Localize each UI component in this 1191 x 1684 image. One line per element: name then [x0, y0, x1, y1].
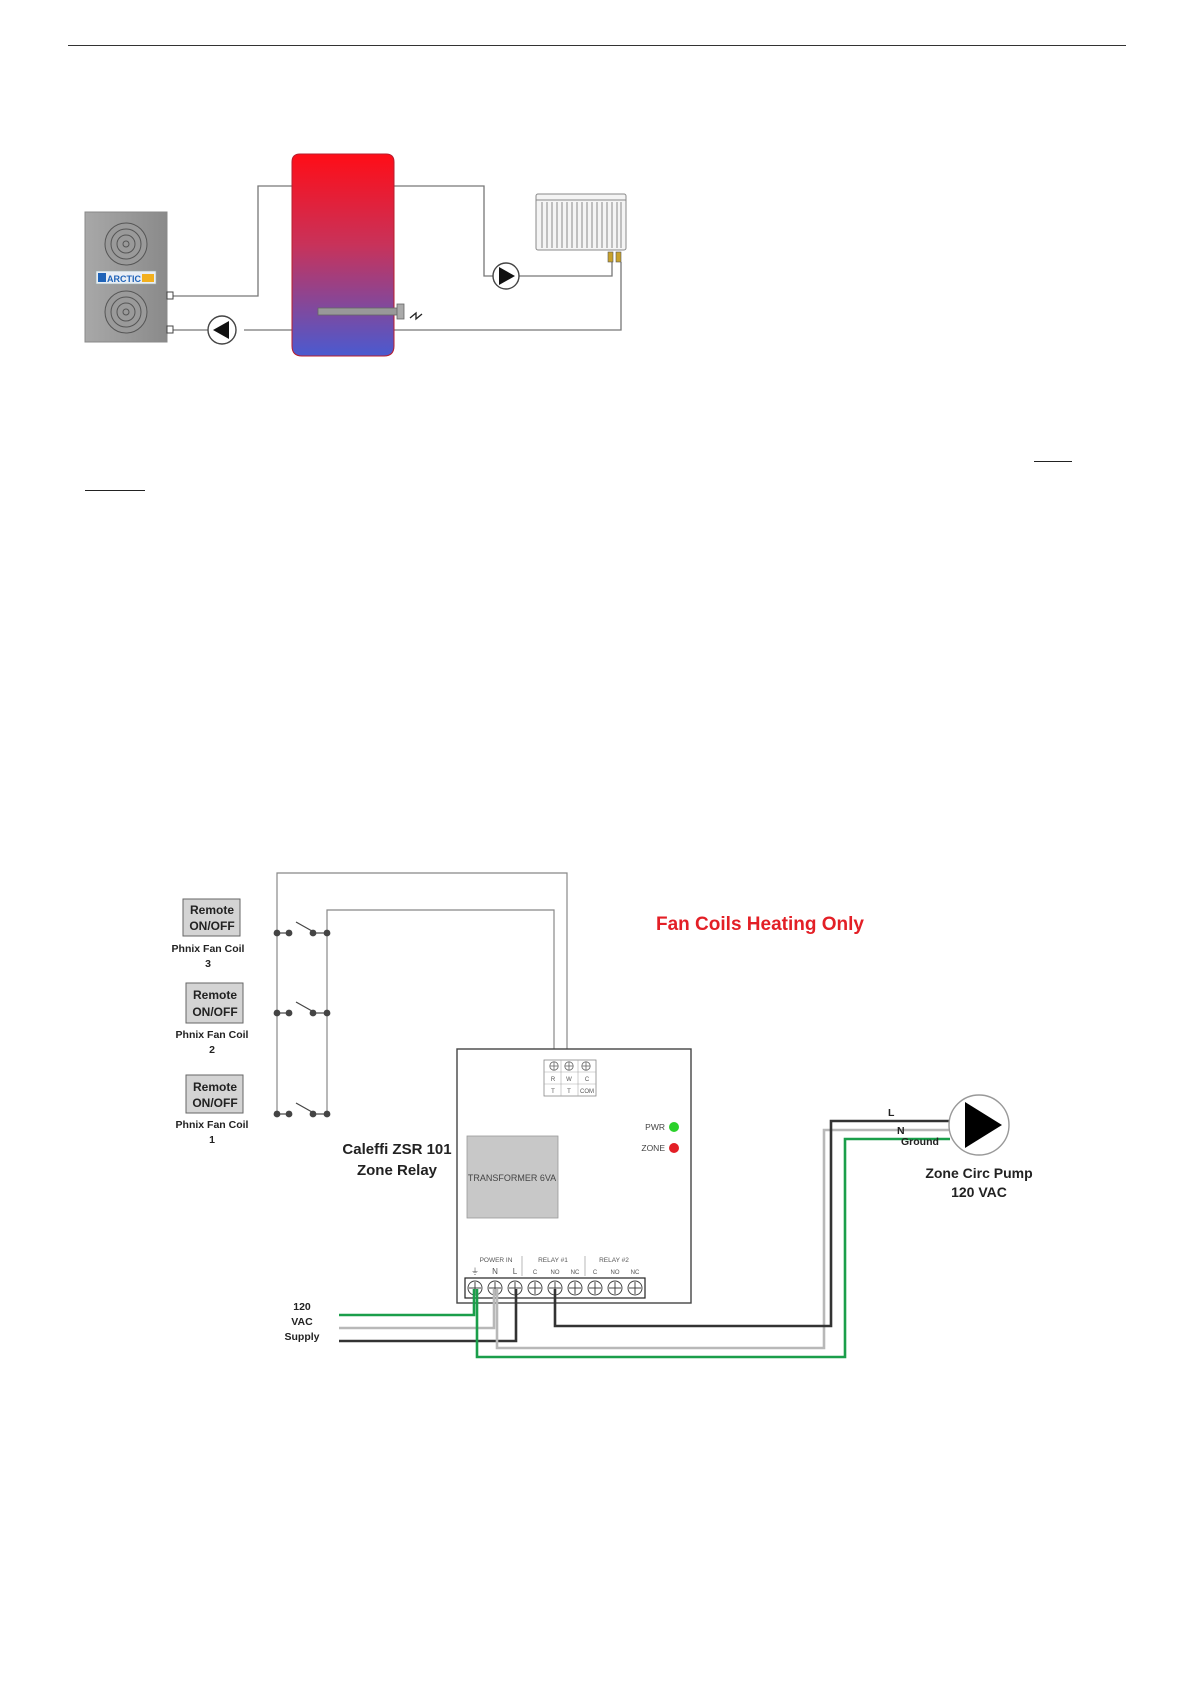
svg-text:NO: NO	[611, 1270, 620, 1276]
svg-text:C: C	[593, 1270, 598, 1276]
svg-text:COM: COM	[580, 1089, 594, 1095]
underline-fragment-1	[1034, 461, 1072, 462]
zone-led-icon	[669, 1143, 679, 1153]
wire-label-l: L	[888, 1107, 895, 1119]
svg-text:L: L	[513, 1267, 518, 1276]
storage-tank	[292, 154, 422, 356]
fan-coil-label-2: Phnix Fan Coil	[176, 1029, 249, 1041]
electric-element-icon	[410, 313, 422, 319]
svg-text:W: W	[566, 1077, 572, 1083]
svg-text:Remote: Remote	[193, 1080, 237, 1094]
svg-text:ON/OFF: ON/OFF	[192, 1005, 237, 1019]
svg-text:NO: NO	[551, 1270, 560, 1276]
relay-name: Caleffi ZSR 101	[342, 1141, 451, 1158]
supply-pump-icon	[493, 263, 519, 289]
fan-coil-label-3: Phnix Fan Coil	[172, 943, 245, 955]
fan-top-icon	[105, 223, 147, 265]
fan-coil-number-1: 1	[209, 1134, 215, 1146]
svg-text:POWER IN: POWER IN	[480, 1257, 513, 1264]
fan-coil-number-2: 2	[209, 1044, 215, 1056]
pwr-led-icon	[669, 1122, 679, 1132]
zone-circ-pump-icon	[949, 1095, 1009, 1155]
svg-text:ON/OFF: ON/OFF	[192, 1096, 237, 1110]
switch-row-3	[274, 922, 331, 936]
top-terminal-block: R W C T T COM	[544, 1060, 596, 1096]
svg-text:ON/OFF: ON/OFF	[189, 919, 234, 933]
wire-label-ground: Ground	[901, 1136, 939, 1148]
pump-label: Zone Circ Pump	[925, 1165, 1032, 1181]
svg-text:⏚: ⏚	[471, 1267, 479, 1276]
supply-label-120: 120	[293, 1301, 311, 1313]
fan-coil-number-3: 3	[205, 958, 211, 970]
pump-voltage: 120 VAC	[951, 1184, 1007, 1200]
relay-subname: Zone Relay	[357, 1162, 438, 1179]
hydronic-diagram: ARCTIC	[0, 0, 700, 380]
remote-button-2[interactable]: Remote ON/OFF	[186, 983, 243, 1023]
underline-fragment-2	[85, 490, 145, 491]
svg-text:T: T	[567, 1089, 571, 1095]
zone-relay-box: R W C T T COM TRANSFORMER 6VA PWR ZONE P…	[457, 1049, 691, 1303]
transformer-label: TRANSFORMER 6VA	[468, 1173, 556, 1183]
svg-text:RELAY #1: RELAY #1	[538, 1257, 568, 1264]
svg-text:Remote: Remote	[190, 903, 234, 917]
radiator	[536, 194, 626, 262]
svg-text:C: C	[585, 1077, 590, 1083]
svg-text:C: C	[533, 1270, 538, 1276]
svg-text:NC: NC	[631, 1270, 640, 1276]
zone-label: ZONE	[641, 1143, 665, 1153]
fan-bottom-icon	[105, 291, 147, 333]
switch-row-1	[274, 1103, 331, 1117]
svg-text:T: T	[551, 1089, 555, 1095]
svg-text:Remote: Remote	[193, 988, 237, 1002]
heat-pump-brand: ARCTIC	[107, 274, 141, 284]
heat-pump-unit: ARCTIC	[85, 212, 173, 342]
return-pump-icon	[208, 316, 236, 344]
supply-label-vac: VAC	[291, 1316, 313, 1328]
svg-text:NC: NC	[571, 1270, 580, 1276]
wiring-diagram: Remote ON/OFF Phnix Fan Coil 3 Remote ON…	[0, 860, 1191, 1380]
supply-label-supply: Supply	[284, 1331, 319, 1343]
remote-button-3[interactable]: Remote ON/OFF	[183, 899, 240, 936]
fan-coil-label-1: Phnix Fan Coil	[176, 1119, 249, 1131]
svg-text:N: N	[492, 1267, 498, 1276]
pwr-label: PWR	[645, 1122, 665, 1132]
svg-text:RELAY #2: RELAY #2	[599, 1257, 629, 1264]
svg-text:R: R	[551, 1077, 556, 1083]
remote-button-1[interactable]: Remote ON/OFF	[186, 1075, 243, 1113]
switch-row-2	[274, 1002, 331, 1016]
wiring-title: Fan Coils Heating Only	[656, 914, 864, 935]
